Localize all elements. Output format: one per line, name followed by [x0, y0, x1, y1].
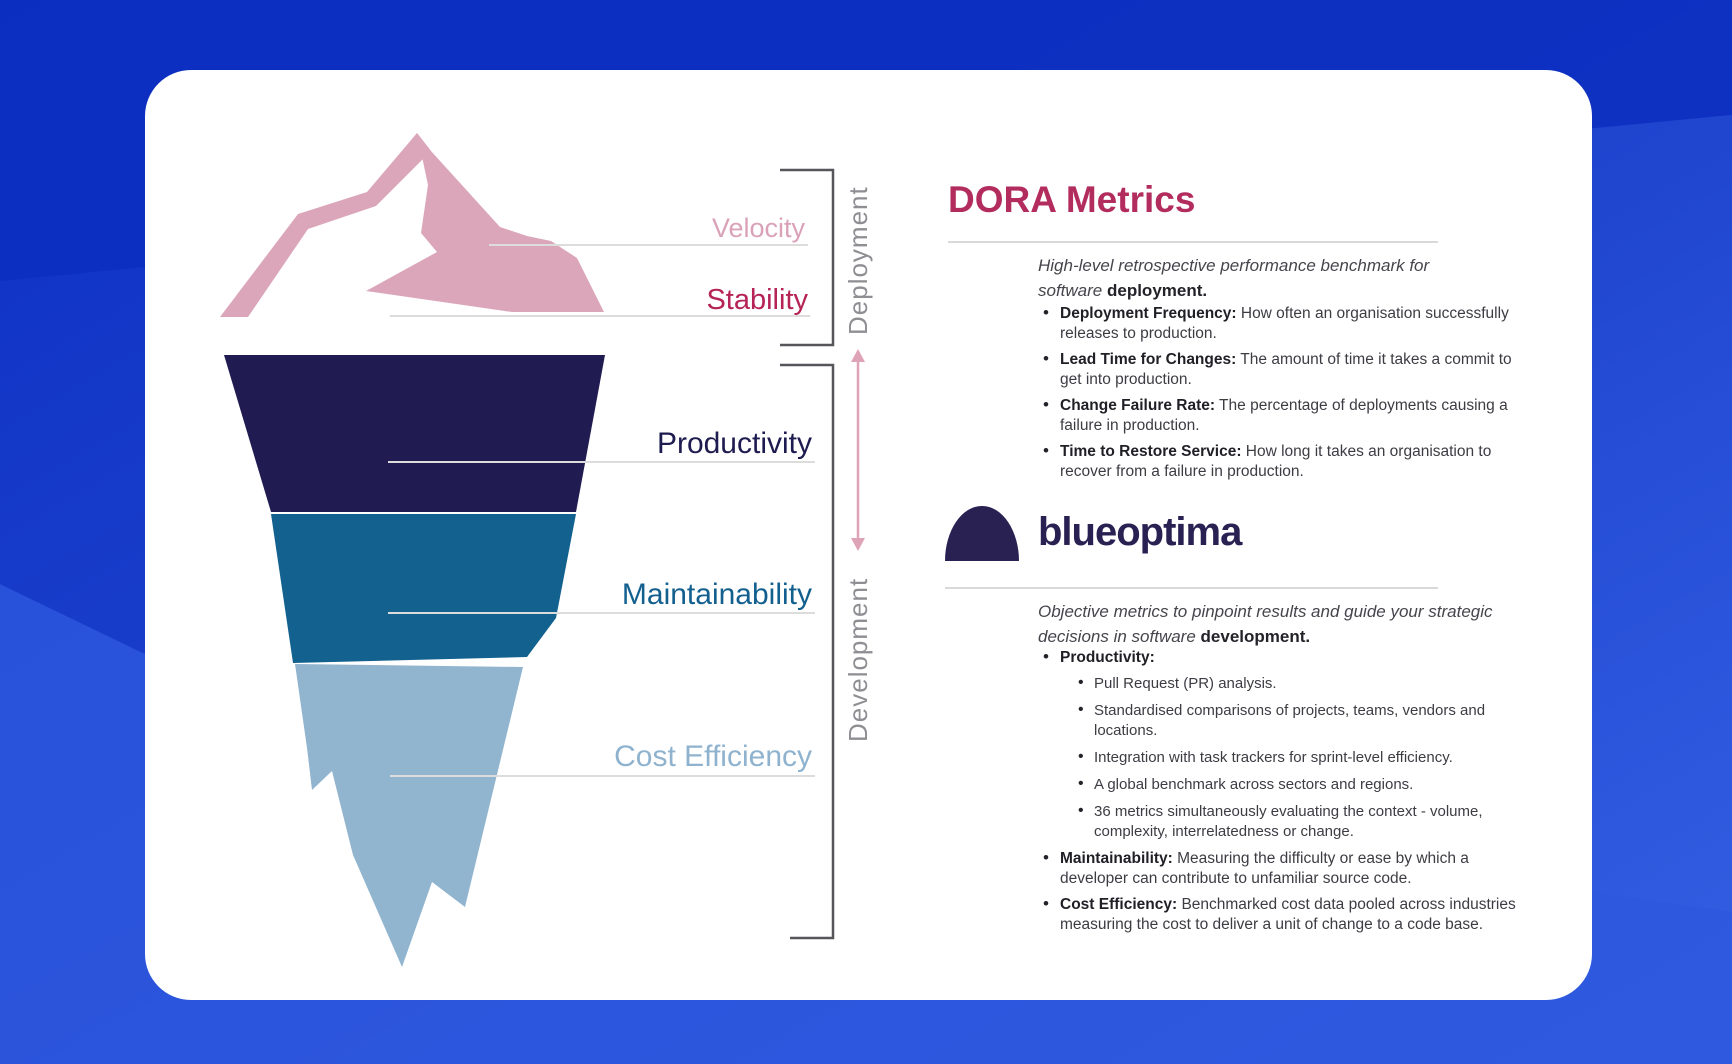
sub-list-item: A global benchmark across sectors and re…	[1078, 774, 1530, 795]
sub-list-item: 36 metrics simultaneously evaluating the…	[1078, 801, 1530, 842]
arrow-down-icon	[851, 538, 865, 551]
bullet-text: How often an organisation successfully r…	[1060, 305, 1509, 342]
bullet-term: Time to Restore Service:	[1060, 443, 1242, 460]
blueoptima-divider	[945, 587, 1438, 589]
bullet-term: Deployment Frequency:	[1060, 305, 1237, 322]
arrow-up-icon	[851, 349, 865, 362]
dora-metrics-title: DORA Metrics	[948, 179, 1196, 220]
iceberg-diagram: Velocity Stability Productivity Maintain…	[220, 133, 873, 967]
iceberg-section-maintainability	[271, 514, 576, 663]
dora-intro: High-level retrospective performance ben…	[1038, 253, 1470, 303]
list-item: Time to Restore Service: How long it tak…	[1043, 441, 1512, 482]
cost-efficiency-label: Cost Efficiency	[614, 740, 812, 773]
bullet-term: Productivity:	[1060, 649, 1155, 666]
productivity-label: Productivity	[657, 427, 812, 460]
bullet-term: Change Failure Rate:	[1060, 397, 1216, 414]
bullet-text: Benchmarked cost data pooled across indu…	[1060, 896, 1516, 933]
iceberg-section-cost-efficiency	[295, 664, 523, 967]
blueoptima-intro-italic: Objective metrics to pinpoint results an…	[1038, 602, 1493, 646]
mountain-ridge	[220, 133, 431, 317]
bullet-term: Maintainability:	[1060, 850, 1173, 867]
list-item: Change Failure Rate: The percentage of d…	[1043, 395, 1512, 436]
dora-intro-bold: deployment.	[1106, 281, 1208, 300]
dora-intro-italic: High-level retrospective performance ben…	[1038, 256, 1430, 300]
bullet-term: Cost Efficiency:	[1060, 896, 1178, 913]
mountain-body	[366, 133, 604, 312]
bullet-term: Lead Time for Changes:	[1060, 351, 1237, 368]
stability-label: Stability	[706, 284, 808, 316]
list-item: Cost Efficiency: Benchmarked cost data p…	[1043, 894, 1530, 935]
velocity-label: Velocity	[712, 213, 806, 243]
bullet-text: Measuring the difficulty or ease by whic…	[1060, 850, 1469, 887]
deployment-bracket	[780, 168, 835, 347]
list-item: Maintainability: Measuring the difficult…	[1043, 848, 1530, 889]
sub-list-item: Pull Request (PR) analysis.	[1078, 673, 1530, 694]
blueoptima-logo-text: blueoptima	[1038, 510, 1242, 554]
list-item: Productivity: Pull Request (PR) analysis…	[1043, 647, 1530, 842]
development-side-label: Development	[843, 578, 873, 742]
development-bracket	[780, 363, 835, 940]
list-item: Lead Time for Changes: The amount of tim…	[1043, 349, 1512, 390]
productivity-sub-list: Pull Request (PR) analysis. Standardised…	[1078, 673, 1530, 842]
blueoptima-intro-bold: development.	[1200, 627, 1311, 646]
bullet-text: The percentage of deployments causing a …	[1060, 397, 1508, 434]
blueoptima-intro: Objective metrics to pinpoint results an…	[1038, 599, 1518, 649]
dora-bullet-list: Deployment Frequency: How often an organ…	[1043, 303, 1512, 488]
bullet-text: The amount of time it takes a commit to …	[1060, 351, 1512, 388]
list-item: Deployment Frequency: How often an organ…	[1043, 303, 1512, 344]
infographic-card: Velocity Stability Productivity Maintain…	[145, 70, 1592, 1000]
iceberg-section-productivity	[224, 355, 605, 512]
maintainability-label: Maintainability	[622, 578, 812, 611]
sub-list-item: Integration with task trackers for sprin…	[1078, 747, 1530, 768]
blueoptima-bullet-list: Productivity: Pull Request (PR) analysis…	[1043, 647, 1530, 941]
blueoptima-dome-icon	[945, 506, 1019, 561]
sub-list-item: Standardised comparisons of projects, te…	[1078, 700, 1530, 741]
bullet-text: How long it takes an organisation to rec…	[1060, 443, 1492, 480]
dora-divider	[948, 241, 1438, 243]
deployment-side-label: Deployment	[843, 186, 873, 335]
